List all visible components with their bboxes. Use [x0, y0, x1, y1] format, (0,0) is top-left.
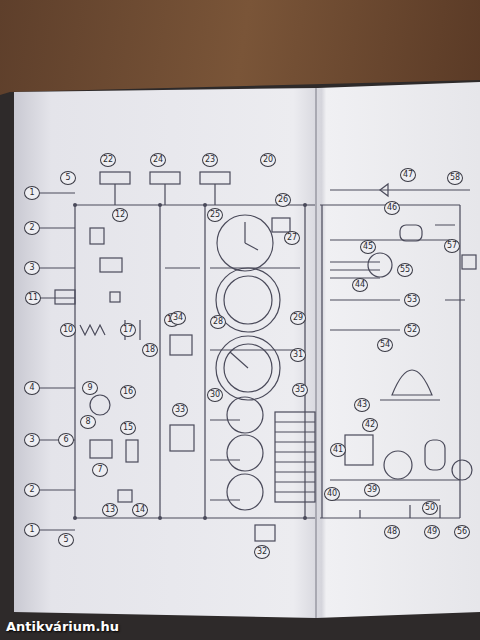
callout-number: 10 — [60, 323, 76, 337]
callout-number: 44 — [352, 278, 368, 292]
callout-number: 7 — [92, 463, 108, 477]
callout-number: 27 — [284, 231, 300, 245]
callout-number: 3 — [24, 261, 40, 275]
callout-number: 26 — [275, 193, 291, 207]
callout-number: 9 — [82, 381, 98, 395]
callout-number: 48 — [384, 525, 400, 539]
callout-number: 54 — [377, 338, 393, 352]
callout-number: 8 — [80, 415, 96, 429]
callout-number: 20 — [260, 153, 276, 167]
callout-number: 53 — [404, 293, 420, 307]
callout-number: 5 — [58, 533, 74, 547]
callout-number: 6 — [58, 433, 74, 447]
callout-number: 32 — [254, 545, 270, 559]
callout-number: 29 — [290, 311, 306, 325]
callout-number: 25 — [207, 208, 223, 222]
callout-number: 28 — [210, 315, 226, 329]
callout-number: 1 — [24, 523, 40, 537]
callout-number: 46 — [384, 201, 400, 215]
callout-number: 30 — [207, 388, 223, 402]
callout-number: 18 — [142, 343, 158, 357]
callout-number: 13 — [102, 503, 118, 517]
callout-number: 58 — [447, 171, 463, 185]
callout-number: 39 — [364, 483, 380, 497]
callout-number: 2 — [24, 483, 40, 497]
callout-number: 16 — [120, 385, 136, 399]
watermark: Antikvárium.hu — [6, 619, 119, 634]
callout-number: 33 — [172, 403, 188, 417]
callout-number: 40 — [324, 487, 340, 501]
callout-number: 31 — [290, 348, 306, 362]
callout-number: 1 — [24, 186, 40, 200]
callout-number: 43 — [354, 398, 370, 412]
callout-number: 52 — [404, 323, 420, 337]
callout-number: 42 — [362, 418, 378, 432]
callout-number: 49 — [424, 525, 440, 539]
callout-number: 24 — [150, 153, 166, 167]
callout-number: 57 — [444, 239, 460, 253]
callout-number: 56 — [454, 525, 470, 539]
callout-number: 41 — [330, 443, 346, 457]
callout-number: 2 — [24, 221, 40, 235]
callout-number: 12 — [112, 208, 128, 222]
callout-number: 55 — [397, 263, 413, 277]
callout-number: 45 — [360, 240, 376, 254]
callout-number: 11 — [25, 291, 41, 305]
callout-number: 35 — [292, 383, 308, 397]
callout-number: 22 — [100, 153, 116, 167]
callout-number: 5 — [60, 171, 76, 185]
callout-number: 47 — [400, 168, 416, 182]
callout-number: 23 — [202, 153, 218, 167]
callout-number: 50 — [422, 501, 438, 515]
callout-number: 4 — [24, 381, 40, 395]
callout-number: 14 — [132, 503, 148, 517]
callout-number: 17 — [120, 323, 136, 337]
callout-number: 3 — [24, 433, 40, 447]
callout-number: 15 — [120, 421, 136, 435]
callout-number: 34 — [170, 311, 186, 325]
